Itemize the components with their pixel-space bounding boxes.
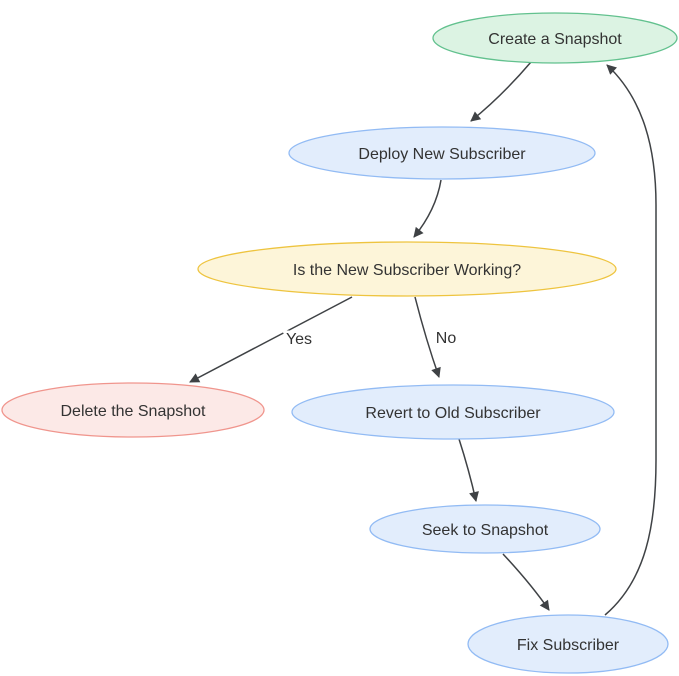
edge-label-yes: Yes <box>286 331 312 348</box>
node-fix-subscriber: Fix Subscriber <box>467 614 669 674</box>
node-delete-snapshot: Delete the Snapshot <box>1 382 265 438</box>
edge-fix-to-create <box>604 64 657 616</box>
node-is-working: Is the New Subscriber Working? <box>197 241 617 297</box>
node-create-snapshot-label: Create a Snapshot <box>488 31 622 48</box>
node-deploy-new-subscriber-shape <box>288 126 596 180</box>
edge-create-to-deploy <box>470 61 532 122</box>
node-fix-subscriber-shape <box>467 614 669 674</box>
edge-label-no: No <box>436 330 457 347</box>
edge-deploy-to-working <box>413 179 442 238</box>
node-seek-to-snapshot-shape <box>369 504 601 554</box>
edge-revert-to-seek <box>458 438 479 502</box>
node-is-working-shape <box>197 241 617 297</box>
node-revert-old-subscriber: Revert to Old Subscriber <box>291 384 615 440</box>
node-revert-old-subscriber-label: Revert to Old Subscriber <box>365 405 541 422</box>
node-deploy-new-subscriber: Deploy New Subscriber <box>288 126 596 180</box>
edge-seek-to-fix <box>502 553 550 611</box>
edge-working-to-delete <box>189 296 353 383</box>
edge-working-to-revert <box>414 296 441 378</box>
node-deploy-new-subscriber-label: Deploy New Subscriber <box>358 146 526 163</box>
node-is-working-label: Is the New Subscriber Working? <box>293 262 521 279</box>
node-create-snapshot: Create a Snapshot <box>432 12 678 64</box>
node-delete-snapshot-label: Delete the Snapshot <box>61 403 207 420</box>
node-delete-snapshot-shape <box>1 382 265 438</box>
node-revert-old-subscriber-shape <box>291 384 615 440</box>
node-fix-subscriber-label: Fix Subscriber <box>517 637 620 654</box>
node-create-snapshot-shape <box>432 12 678 64</box>
node-seek-to-snapshot-label: Seek to Snapshot <box>422 522 549 539</box>
node-seek-to-snapshot: Seek to Snapshot <box>369 504 601 554</box>
